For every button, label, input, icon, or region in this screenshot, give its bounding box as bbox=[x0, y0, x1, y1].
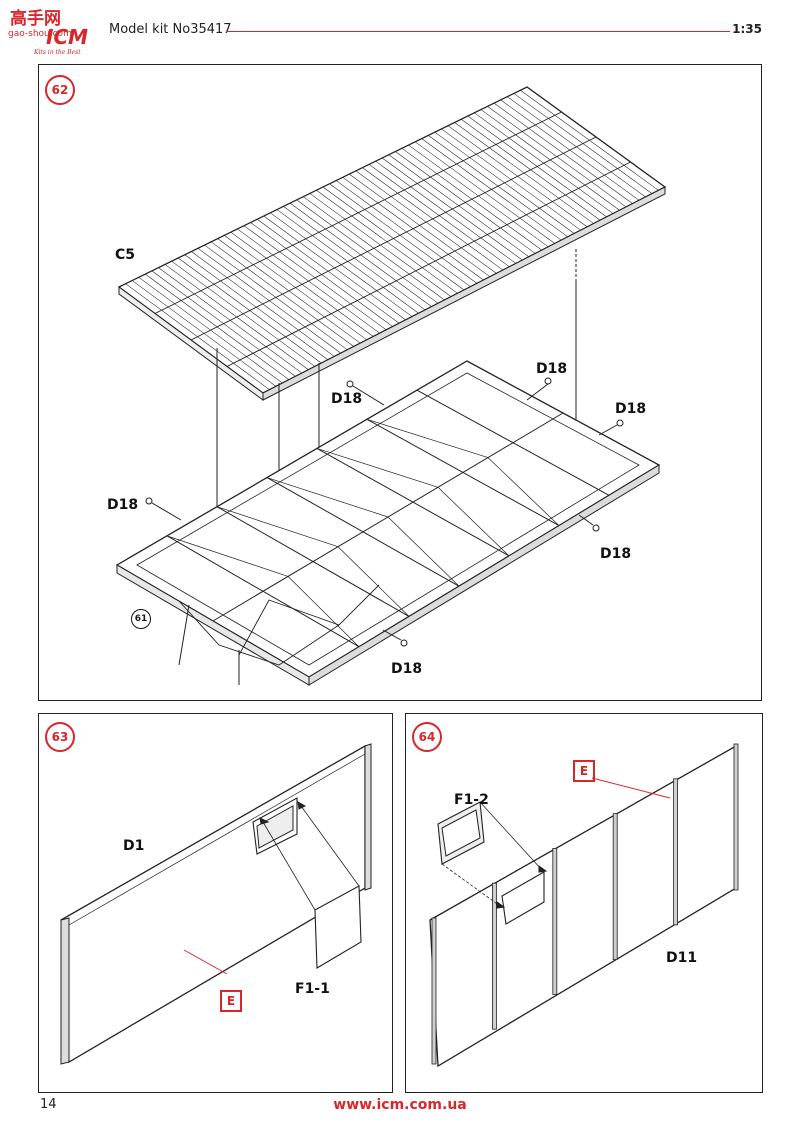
part-label-d1: D1 bbox=[123, 838, 145, 854]
part-label-d11: D11 bbox=[666, 950, 698, 966]
part-label-c5: C5 bbox=[115, 247, 136, 263]
d18-leader-lines bbox=[151, 383, 618, 641]
d18-part-d bbox=[145, 497, 153, 505]
page-number: 14 bbox=[40, 1097, 57, 1112]
logo-text: ICM bbox=[46, 25, 88, 49]
step-63-panel: 63 D1 F1-1 E bbox=[38, 713, 393, 1093]
d18-parts bbox=[145, 377, 624, 647]
step-62-drawing bbox=[115, 86, 667, 686]
website-url: www.icm.com.ua bbox=[333, 1097, 467, 1113]
header-rule bbox=[226, 31, 730, 32]
part-label-f1-2: F1-2 bbox=[454, 792, 489, 808]
brand-logo: 高手网 gao-shou.com ICM Kits in the Best bbox=[6, 6, 98, 56]
step-64-badge: 64 bbox=[412, 722, 442, 752]
logo-domain: gao-shou.com bbox=[8, 29, 72, 39]
logo-watermark: 高手网 bbox=[10, 8, 61, 29]
step-62-badge: 62 bbox=[45, 75, 75, 105]
step-64-panel: 64 F1-2 D11 E bbox=[405, 713, 763, 1093]
scale-label: 1:35 bbox=[732, 22, 762, 36]
step-62-panel: 62 C5 D18 D18 D18 D18 D18 D18 61 bbox=[38, 64, 762, 701]
part-label-d18-b: D18 bbox=[536, 361, 568, 377]
roof-ribs bbox=[125, 90, 659, 390]
color-callout-e: E bbox=[573, 760, 595, 782]
window-part-f1-1 bbox=[314, 885, 362, 969]
part-label-f1-1: F1-1 bbox=[295, 981, 330, 997]
wall-panel-d1 bbox=[60, 744, 366, 1064]
wall-posts bbox=[431, 743, 739, 1065]
kit-title: Model kit No35417 bbox=[109, 22, 232, 37]
part-label-d18-f: D18 bbox=[391, 661, 423, 677]
sub-step-61-marker: 61 bbox=[131, 609, 151, 629]
roof-panel-side bbox=[262, 186, 666, 401]
d18-part-e bbox=[592, 524, 600, 532]
part-label-d18-a: D18 bbox=[331, 391, 363, 407]
step-64-drawing bbox=[429, 743, 739, 1068]
d18-part-b bbox=[544, 377, 552, 385]
part-label-d18-c: D18 bbox=[615, 401, 647, 417]
window-opening bbox=[501, 871, 545, 925]
d18-part-c bbox=[616, 419, 624, 427]
logo-tagline: Kits in the Best bbox=[33, 49, 81, 56]
frame-chassis bbox=[115, 360, 661, 686]
part-label-d18-e: D18 bbox=[600, 546, 632, 562]
frame-crossmembers bbox=[166, 389, 610, 648]
step-63-badge: 63 bbox=[45, 722, 75, 752]
part-label-d18-d: D18 bbox=[107, 497, 139, 513]
step-63-drawing bbox=[60, 743, 372, 1065]
d18-part-f bbox=[400, 639, 408, 647]
d18-part-a bbox=[346, 380, 354, 388]
color-callout-e: E bbox=[220, 990, 242, 1012]
